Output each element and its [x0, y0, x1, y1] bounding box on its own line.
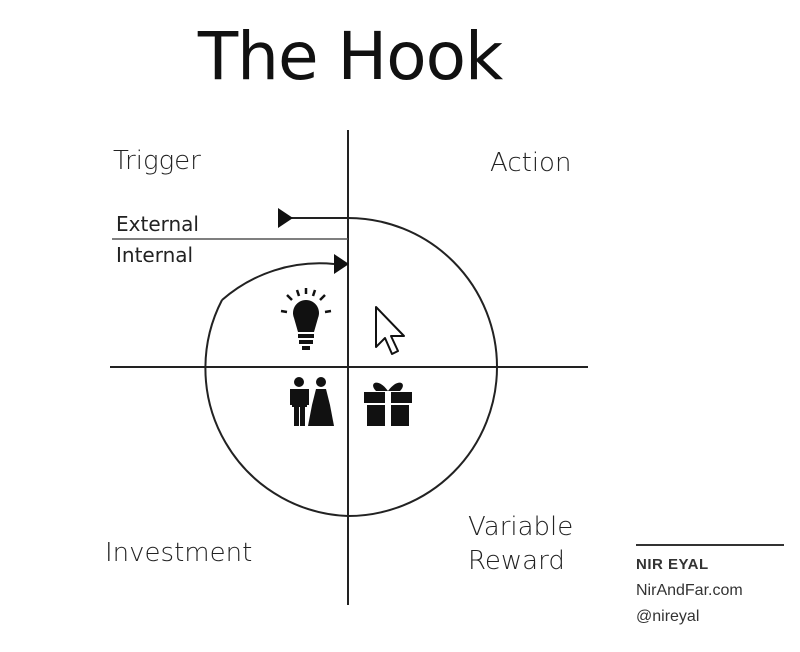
action-label: Action	[490, 148, 572, 178]
internal-trigger-path	[221, 262, 335, 301]
internal-trigger-label: Internal	[116, 243, 194, 267]
variable-reward-line-1: Variable	[468, 512, 574, 542]
couple-icon	[290, 377, 334, 426]
internal-arrow-icon	[334, 254, 349, 274]
diagram-title: The Hook	[197, 18, 503, 95]
gift-icon	[364, 382, 412, 426]
variable-reward-label: Variable Reward	[468, 510, 573, 578]
author-site: NirAndFar.com	[636, 582, 743, 599]
variable-reward-line-2: Reward	[468, 546, 565, 576]
author-handle: @nireyal	[636, 608, 700, 625]
investment-label: Investment	[105, 538, 253, 568]
lightbulb-icon	[280, 288, 332, 350]
external-trigger-label: External	[116, 212, 199, 236]
cursor-icon	[375, 306, 405, 355]
author-name: NIR EYAL	[636, 556, 709, 573]
author-credit: NIR EYAL NirAndFar.com @nireyal	[636, 544, 784, 630]
trigger-label: Trigger	[113, 146, 201, 176]
external-arrow-icon	[278, 208, 293, 228]
external-trigger-path	[204, 217, 498, 518]
